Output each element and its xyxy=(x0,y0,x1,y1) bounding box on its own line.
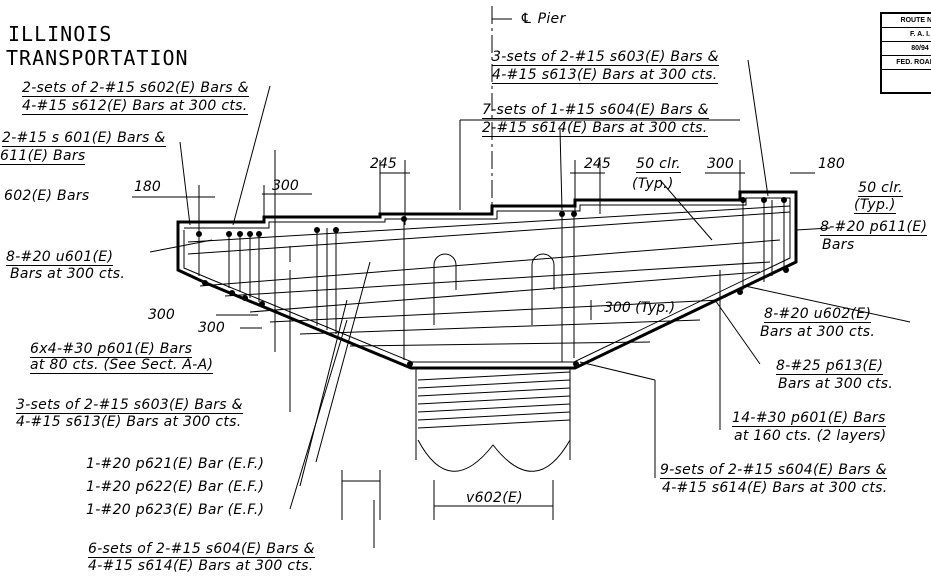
fai-value: 80/94 xyxy=(882,42,931,56)
label-u601-1: 8-#20 u601(E) xyxy=(6,249,114,266)
title-block: ROUTE NO. F. A. I. 80/94 FED. ROAD DI xyxy=(880,12,931,94)
label-s604-top-2: 2-#15 s614(E) Bars at 300 cts. xyxy=(482,120,708,137)
route-label: ROUTE NO. xyxy=(882,14,931,28)
label-s604-right-1: 9-sets of 2-#15 s604(E) Bars & xyxy=(660,462,887,479)
label-p613-1: 8-#25 p613(E) xyxy=(776,358,884,375)
label-p613-2: Bars at 300 cts. xyxy=(778,376,894,392)
dim-245-left: 245 xyxy=(370,156,397,172)
bar-dots xyxy=(196,197,789,367)
dim-245-right: 245 xyxy=(584,156,611,172)
column-break xyxy=(417,439,571,472)
dim-180-left: 180 xyxy=(134,179,161,195)
dowel-left xyxy=(433,253,457,325)
label-p601-2: at 80 cts. (See Sect. A-A) xyxy=(30,357,214,374)
dimension-lines xyxy=(132,160,815,520)
label-p601b-2: at 160 cts. (2 layers) xyxy=(734,428,887,444)
pier-centerline-label: ℄ Pier xyxy=(520,11,566,27)
label-clr-left-1: 50 clr. xyxy=(636,156,681,173)
label-s603-top-1: 3-sets of 2-#15 s603(E) Bars & xyxy=(492,49,719,66)
label-clr-right-1: 50 clr. xyxy=(858,180,903,197)
label-s604-right-2: 4-#15 s614(E) Bars at 300 cts. xyxy=(662,480,888,496)
label-s603-bot-2: 4-#15 s613(E) Bars at 300 cts. xyxy=(16,414,242,430)
label-s601-2: 611(E) Bars xyxy=(0,148,86,165)
label-s603-bot-1: 3-sets of 2-#15 s603(E) Bars & xyxy=(16,397,243,414)
stirrup-outline xyxy=(183,197,791,363)
label-u602-2: Bars at 300 cts. xyxy=(760,324,876,340)
label-p611-2: Bars xyxy=(822,237,855,253)
label-p623: 1-#20 p623(E) Bar (E.F.) xyxy=(86,502,265,518)
label-s604-bot-1: 6-sets of 2-#15 s604(E) Bars & xyxy=(88,541,315,558)
fed-road-label: FED. ROAD DI xyxy=(882,56,931,70)
label-p601b-1: 14-#30 p601(E) Bars xyxy=(732,410,886,427)
label-v602-left: 602(E) Bars xyxy=(4,188,90,204)
label-v602-bottom: v602(E) xyxy=(466,490,523,506)
dim-300-typ: 300 (Typ.) xyxy=(604,300,676,316)
label-p622: 1-#20 p622(E) Bar (E.F.) xyxy=(86,479,265,495)
dim-300-b: 300 xyxy=(198,320,225,336)
label-p621: 1-#20 p621(E) Bar (E.F.) xyxy=(86,456,265,472)
label-s602-2: 4-#15 s612(E) Bars at 300 cts. xyxy=(22,98,248,115)
label-clr-left-2: (Typ.) xyxy=(632,176,674,192)
fai-label: F. A. I. xyxy=(882,28,931,42)
label-s602-1: 2-sets of 2-#15 s602(E) Bars & xyxy=(22,80,249,97)
column-spiral xyxy=(417,371,571,429)
dim-180-right: 180 xyxy=(818,156,845,172)
dim-300-top: 300 xyxy=(272,178,299,194)
label-s604-bot-2: 4-#15 s614(E) Bars at 300 cts. xyxy=(88,558,314,574)
label-s601-1: 2-#15 s 601(E) Bars & xyxy=(2,130,166,147)
dim-300-right: 300 xyxy=(707,156,734,172)
label-p611-1: 8-#20 p611(E) xyxy=(820,219,928,236)
label-u602-1: 8-#20 u602(E) xyxy=(764,306,872,323)
label-s604-top-1: 7-sets of 1-#15 s604(E) Bars & xyxy=(482,102,709,119)
agency-name-line1: ILLINOIS xyxy=(8,22,113,46)
label-s603-top-2: 4-#15 s613(E) Bars at 300 cts. xyxy=(492,67,718,84)
vertical-bars xyxy=(198,200,785,362)
label-clr-right-2: (Typ.) xyxy=(854,197,896,214)
label-u601-2: Bars at 300 cts. xyxy=(10,266,126,282)
dim-300-a: 300 xyxy=(148,307,175,323)
dowel-right xyxy=(531,253,555,325)
leader-lines xyxy=(149,59,911,548)
agency-name-line2: TRANSPORTATION xyxy=(6,46,189,70)
label-p601-1: 6x4-#30 p601(E) Bars xyxy=(30,341,193,358)
column-outline xyxy=(415,368,571,460)
